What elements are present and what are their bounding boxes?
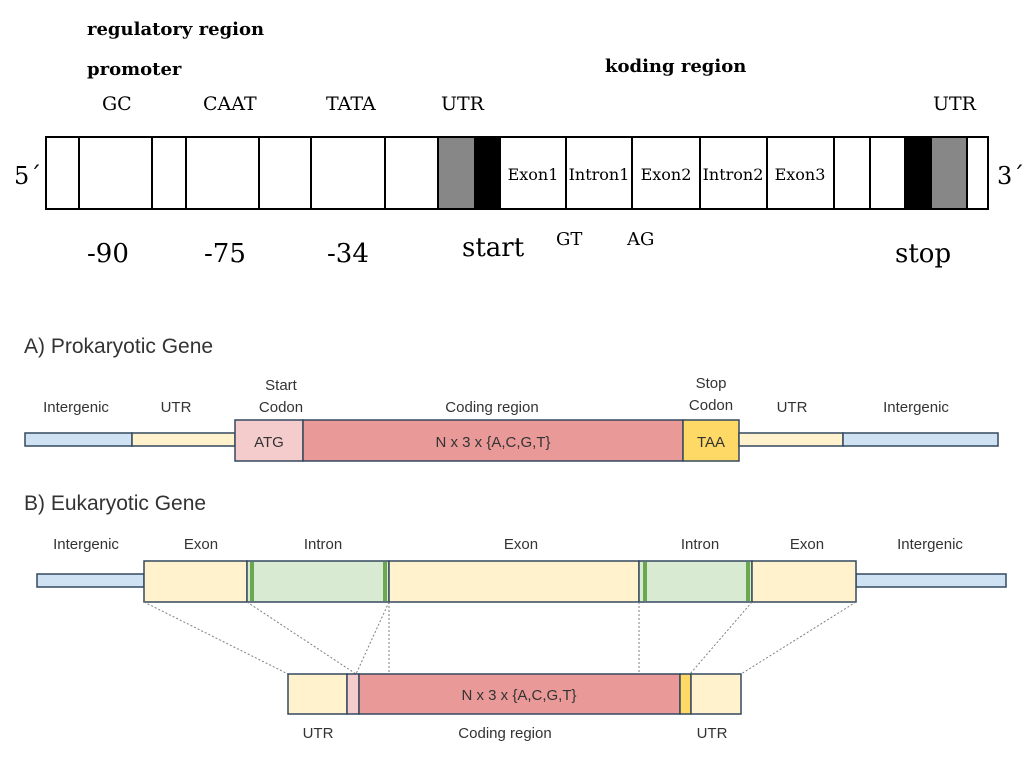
prokaryotic-heading: A) Prokaryotic Gene [24, 335, 213, 358]
utr-right-segment [738, 432, 844, 447]
caat-position-label: -75 [204, 239, 246, 269]
coding-region-label: Coding region [445, 399, 538, 416]
caat-box [185, 136, 260, 210]
splice-mark-4 [746, 562, 750, 601]
intergenic-right-label: Intergenic [897, 536, 963, 553]
mrna-utr-right-segment [690, 673, 742, 715]
stop-codon-label-line2: Codon [689, 397, 733, 414]
tata-label: TATA [326, 93, 376, 115]
splice-line-3 [355, 601, 390, 675]
ag-label: AG [626, 229, 654, 250]
prokaryotic-gene: A) Prokaryotic Gene Intergenic UTR Start… [24, 335, 999, 462]
utr-left-segment [131, 432, 236, 447]
exon2-segment [388, 560, 640, 603]
promoter-label: promoter [87, 59, 182, 80]
splicing-lines [143, 601, 857, 675]
mrna-utr-left-label: UTR [303, 725, 334, 742]
stop-label: stop [895, 239, 951, 269]
utr-right-box [930, 136, 968, 210]
intron2-segment [638, 560, 753, 603]
splice-mark-1 [250, 562, 254, 601]
intron2-box [699, 136, 768, 210]
splice-mark-2 [383, 562, 387, 601]
tata-position-label: -34 [327, 239, 369, 269]
taa-segment [682, 419, 740, 462]
intergenic-right-segment [855, 573, 1007, 588]
splice-line-2 [246, 601, 357, 675]
exon3-label: Exon3 [775, 165, 826, 184]
intergenic-right-label: Intergenic [883, 399, 949, 416]
exon3-label: Exon [790, 536, 824, 553]
taa-label: TAA [697, 434, 725, 451]
exon3-segment [751, 560, 857, 603]
eukaryotic-heading: B) Eukaryotic Gene [24, 492, 206, 515]
mrna-formula-label: N x 3 x {A,C,G,T} [461, 687, 576, 704]
coding-formula-label: N x 3 x {A,C,G,T} [435, 434, 550, 451]
atg-segment [234, 419, 304, 462]
mrna-start-segment [346, 673, 360, 715]
splice-line-7 [740, 601, 857, 675]
eukaryotic-gene: B) Eukaryotic Gene Intergenic Exon Intro… [24, 492, 1007, 742]
gc-position-label: -90 [87, 239, 129, 269]
exon3-box [766, 136, 835, 210]
utr-right-label: UTR [777, 399, 808, 416]
intron2-label: Intron2 [703, 165, 764, 184]
start-codon-label-line2: Codon [259, 399, 303, 416]
exon1-box [499, 136, 567, 210]
start-label: start [462, 233, 525, 263]
mrna-coding-segment [358, 673, 681, 715]
splice-line-1 [143, 601, 289, 675]
koding-region-label: koding region [605, 56, 746, 77]
exon2-label: Exon2 [641, 165, 692, 184]
three-prime-label: 3´ [997, 162, 1024, 190]
exon1-label: Exon [184, 536, 218, 553]
atg-label: ATG [254, 434, 284, 451]
start-codon-label-line1: Start [265, 377, 298, 394]
start-codon-box [474, 136, 501, 210]
gc-box [78, 136, 153, 210]
intergenic-right-segment [842, 432, 999, 447]
regulatory-region-label: regulatory region [87, 19, 264, 40]
tata-box [310, 136, 386, 210]
intron1-segment [246, 560, 390, 603]
mrna-utr-left-segment [287, 673, 348, 715]
gt-label: GT [556, 229, 582, 250]
coding-segment [302, 419, 684, 462]
exon2-label: Exon [504, 536, 538, 553]
intergenic-left-segment [36, 573, 145, 588]
stop-codon-label-line1: Stop [696, 375, 727, 392]
five-prime-label: 5´ [14, 162, 41, 190]
intergenic-left-label: Intergenic [53, 536, 119, 553]
intron1-box [565, 136, 633, 210]
utr-left-label: UTR [441, 93, 485, 115]
top-gene-structure: regulatory region promoter koding region… [14, 19, 1024, 269]
mrna-utr-right-label: UTR [697, 725, 728, 742]
intergenic-left-label: Intergenic [43, 399, 109, 416]
exon1-segment [143, 560, 248, 603]
utr-left-box [437, 136, 476, 210]
intergenic-left-segment [24, 432, 133, 447]
splice-line-6 [689, 601, 753, 675]
caat-label: CAAT [203, 93, 257, 115]
splice-mark-3 [643, 562, 647, 601]
mrna-stop-segment [679, 673, 692, 715]
intron1-label: Intron [304, 536, 342, 553]
stop-codon-box [904, 136, 932, 210]
intron1-label: Intron1 [569, 165, 630, 184]
utr-left-label: UTR [161, 399, 192, 416]
mrna-coding-region-label: Coding region [458, 725, 551, 742]
intron2-label: Intron [681, 536, 719, 553]
post-exon-box [833, 136, 871, 210]
utr-right-label: UTR [933, 93, 977, 115]
exon1-label: Exon1 [508, 165, 559, 184]
gc-label: GC [102, 93, 132, 115]
